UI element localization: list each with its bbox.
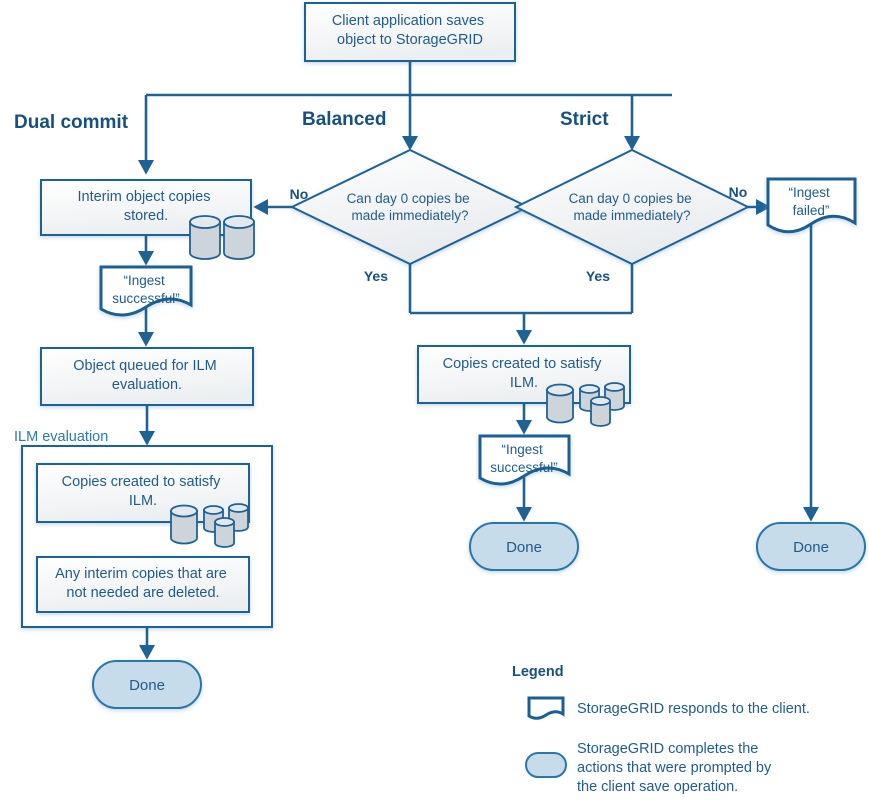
legend-title: Legend: [512, 664, 564, 680]
ingest-failed-line-1: “Ingest: [788, 185, 830, 200]
copies-created-center-line-1: Copies created to satisfy: [443, 356, 603, 372]
object-queued-line-1: Object queued for ILM: [73, 358, 216, 374]
cylinder-icon: [546, 383, 574, 424]
done-right-label: Done: [793, 539, 829, 556]
edge-label-balanced-no: No: [290, 186, 309, 202]
node-ingest-successful-left: “Ingest successful”: [99, 265, 193, 317]
node-copies-created-left: Copies created to satisfy ILM.: [36, 463, 250, 548]
edge-label-balanced-yes: Yes: [364, 268, 388, 284]
ingest-successful-left-line-2: successful”: [112, 291, 180, 306]
legend-pill-line-1: StorageGRID completes the: [577, 741, 758, 757]
storage-cylinder-group: [170, 503, 249, 548]
svg-text:“Ingest failed”: “Ingest failed”: [788, 185, 833, 218]
svg-text:Copies created to satisfy: Copies created to satisfy ILM.: [62, 474, 225, 509]
decision-balanced-line-2: made immediately?: [351, 208, 468, 223]
copies-created-left-line-2: ILM.: [129, 493, 157, 509]
svg-text:“Ingest successful”: “Ingest successful”: [112, 273, 180, 306]
interim-deleted-line-2: not needed are deleted.: [66, 585, 219, 601]
ingest-successful-center-line-2: successful”: [490, 460, 558, 475]
interim-copies-line-1: Interim object copies: [77, 189, 210, 205]
cylinder-icon: [189, 215, 221, 260]
node-done-right: Done: [756, 522, 866, 571]
node-done-left: Done: [92, 660, 202, 709]
storage-cylinder-group: [546, 382, 625, 427]
node-ingest-failed: “Ingest failed”: [766, 177, 857, 234]
svg-text:Any interim copies that are: Any interim copies that are not needed a…: [55, 566, 231, 601]
start-node: Client application saves object to Stora…: [304, 2, 516, 62]
svg-text:Object queued for ILM ev: Object queued for ILM evaluation.: [73, 358, 221, 393]
ingest-successful-center-line-1: “Ingest: [501, 442, 543, 457]
legend: Legend StorageGRID responds to the clien…: [512, 664, 810, 795]
legend-pill-line-2: actions that were prompted by: [577, 760, 772, 776]
legend-document-text: StorageGRID responds to the client.: [577, 701, 810, 717]
svg-text:Can day 0 copies be mad: Can day 0 copies be made immediately?: [347, 191, 474, 223]
done-center-label: Done: [506, 539, 542, 556]
interim-copies-line-2: stored.: [124, 208, 168, 224]
decision-strict-line-1: Can day 0 copies be: [569, 191, 692, 206]
branch-label-balanced: Balanced: [302, 109, 386, 130]
decision-strict-line-2: made immediately?: [573, 208, 690, 223]
cylinder-icon: [214, 517, 235, 548]
branch-label-strict: Strict: [560, 109, 609, 130]
trunk-edges: [137, 61, 672, 175]
copies-created-left-line-1: Copies created to satisfy: [62, 474, 222, 490]
node-copies-created-center: Copies created to satisfy ILM.: [417, 345, 631, 427]
edge-label-strict-yes: Yes: [586, 268, 610, 284]
pill-icon: [525, 752, 567, 778]
legend-item-pill: StorageGRID completes the actions that w…: [525, 741, 775, 795]
node-interim-copies: Interim object copies stored.: [40, 179, 255, 260]
storage-cylinder-group: [189, 215, 255, 260]
node-ingest-successful-center: “Ingest successful”: [478, 434, 571, 486]
svg-text:Can day 0 copies be mad: Can day 0 copies be made immediately?: [569, 191, 696, 223]
svg-text:Interim object copies st: Interim object copies stored.: [77, 189, 214, 224]
interim-deleted-line-1: Any interim copies that are: [55, 566, 227, 582]
legend-item-document: StorageGRID responds to the client.: [527, 696, 810, 720]
svg-text:StorageGRID completes the: StorageGRID completes the actions that w…: [577, 741, 775, 795]
legend-pill-line-3: the client save operation.: [577, 779, 738, 795]
copies-created-center-line-2: ILM.: [510, 375, 538, 391]
svg-text:“Ingest successful”: “Ingest successful”: [490, 442, 558, 475]
node-object-queued: Object queued for ILM evaluation.: [40, 347, 254, 406]
decision-strict: Can day 0 copies be made immediately?: [513, 148, 751, 266]
ilm-evaluation-group-label: ILM evaluation: [14, 429, 108, 445]
ingest-failed-line-2: failed”: [793, 203, 830, 218]
group-ilm-evaluation: Copies created to satisfy ILM.: [21, 445, 273, 628]
svg-text:Client application saves: Client application saves object to Stora…: [332, 13, 488, 48]
cylinder-icon: [170, 504, 198, 545]
decision-balanced-line-1: Can day 0 copies be: [347, 191, 470, 206]
edge-label-strict-no: No: [729, 184, 748, 200]
svg-text:Copies created to satisfy: Copies created to satisfy ILM.: [443, 356, 606, 391]
start-line-2: object to StorageGRID: [337, 32, 483, 48]
cylinder-icon: [604, 382, 625, 411]
branch-label-dual-commit: Dual commit: [14, 112, 129, 133]
node-interim-deleted: Any interim copies that are not needed a…: [36, 556, 250, 613]
decision-balanced: Can day 0 copies be made immediately?: [289, 148, 531, 266]
start-line-1: Client application saves: [332, 13, 484, 29]
cylinder-icon: [590, 396, 611, 427]
ingest-successful-left-line-1: “Ingest: [123, 273, 165, 288]
done-left-label: Done: [129, 677, 165, 694]
node-done-center: Done: [469, 522, 579, 571]
object-queued-line-2: evaluation.: [112, 377, 182, 393]
decision-edges: [253, 198, 771, 345]
document-icon: [527, 696, 565, 720]
cylinder-icon: [223, 215, 255, 260]
